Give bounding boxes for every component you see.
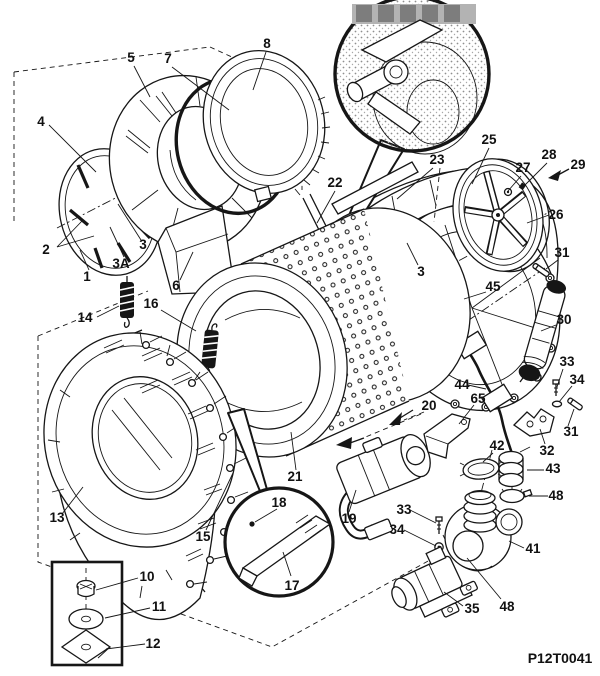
part-label-32: 32 — [539, 443, 554, 458]
pulley-fasteners — [503, 168, 570, 197]
part-label-15: 15 — [195, 529, 211, 544]
shock-absorber-30 — [518, 280, 567, 382]
part-label-44: 44 — [454, 377, 470, 392]
part-label-42: 42 — [489, 438, 504, 453]
detail-callout-paddle — [223, 408, 335, 598]
screw-33-left — [435, 516, 443, 534]
tub-clamp-bolts-15 — [141, 335, 249, 589]
bracket-65 — [423, 413, 471, 459]
tub-wall-screws — [103, 339, 223, 562]
part-label-33-left: 33 — [396, 502, 412, 517]
part-label-65: 65 — [470, 391, 486, 406]
part-label-8: 8 — [263, 36, 271, 51]
part-label-31-top: 31 — [554, 245, 570, 260]
spider-arm-detail — [360, 19, 444, 63]
part-label-19: 19 — [341, 511, 356, 526]
part-label-16: 16 — [143, 296, 159, 311]
clamp-48 — [499, 487, 533, 504]
pump-motor-35 — [391, 545, 478, 618]
bolt-29-arrow — [548, 168, 570, 181]
part-label-13: 13 — [49, 510, 65, 525]
part-label-31-bottom: 31 — [563, 424, 579, 439]
part-label-30: 30 — [556, 312, 571, 327]
hose-stub-43 — [498, 446, 531, 488]
door-boot-ring-8 — [202, 49, 331, 203]
part-label-3: 3 — [139, 237, 147, 252]
hardware-box — [50, 560, 124, 667]
washer-11 — [68, 608, 104, 630]
part-label-48-bottom: 48 — [499, 599, 515, 614]
part-label-7: 7 — [164, 51, 172, 66]
part-label-12: 12 — [145, 636, 160, 651]
hinge-bracket-32 — [512, 408, 555, 437]
diagram-code: P12T0041 — [528, 650, 593, 666]
boot-serration — [294, 96, 331, 196]
part-label-4: 4 — [37, 114, 45, 129]
part-label-1: 1 — [83, 269, 91, 284]
pin-31-top — [532, 262, 550, 278]
nut-28 — [518, 182, 527, 191]
nut-10 — [76, 579, 96, 598]
part-label-21: 21 — [287, 469, 303, 484]
part-label-22: 22 — [327, 175, 342, 190]
part-label-26: 26 — [548, 207, 564, 222]
part-label-34-left: 34 — [389, 522, 405, 537]
part-label-25: 25 — [481, 132, 497, 147]
gasket-42 — [459, 458, 503, 480]
screw-33-right — [552, 379, 560, 396]
part-label-3A: 3A — [112, 256, 130, 271]
part-label-6: 6 — [172, 278, 180, 293]
part-label-11: 11 — [152, 599, 167, 614]
pin-31-bottom — [567, 397, 583, 411]
part-label-20: 20 — [421, 398, 436, 413]
part-label-27: 27 — [515, 160, 530, 175]
leader-lines — [48, 51, 575, 650]
part-labels: 5 7 8 4 2 3 3A 1 6 14 16 22 23 25 27 28 … — [37, 36, 585, 651]
part-label-35: 35 — [464, 601, 480, 616]
washer-34-right — [551, 400, 563, 408]
part-label-23: 23 — [429, 152, 445, 167]
part-label-10: 10 — [139, 569, 154, 584]
part-label-45: 45 — [485, 279, 501, 294]
part-label-34-right: 34 — [569, 372, 585, 387]
part-label-14: 14 — [77, 310, 93, 325]
part-label-29: 29 — [570, 157, 585, 172]
paddle-17 — [238, 514, 332, 587]
part-label-17: 17 — [284, 578, 299, 593]
part-label-18: 18 — [271, 495, 287, 510]
part-label-33-right: 33 — [559, 354, 575, 369]
part-label-2: 2 — [42, 242, 50, 257]
part-label-48-mid: 48 — [548, 488, 564, 503]
part-label-43: 43 — [545, 461, 561, 476]
sump-housing-41 — [444, 490, 523, 572]
part-label-41: 41 — [525, 541, 541, 556]
hanger-spring-14 — [119, 276, 135, 328]
motor-19 — [336, 434, 431, 541]
dashed-leaders — [355, 167, 441, 442]
shaft-detail — [346, 59, 409, 103]
part-label-5: 5 — [127, 50, 135, 65]
screw-18 — [249, 521, 255, 527]
part-label-3-shock: 3 — [417, 264, 425, 279]
outer-tub-front-13 — [43, 329, 237, 621]
part-label-28: 28 — [541, 147, 557, 162]
